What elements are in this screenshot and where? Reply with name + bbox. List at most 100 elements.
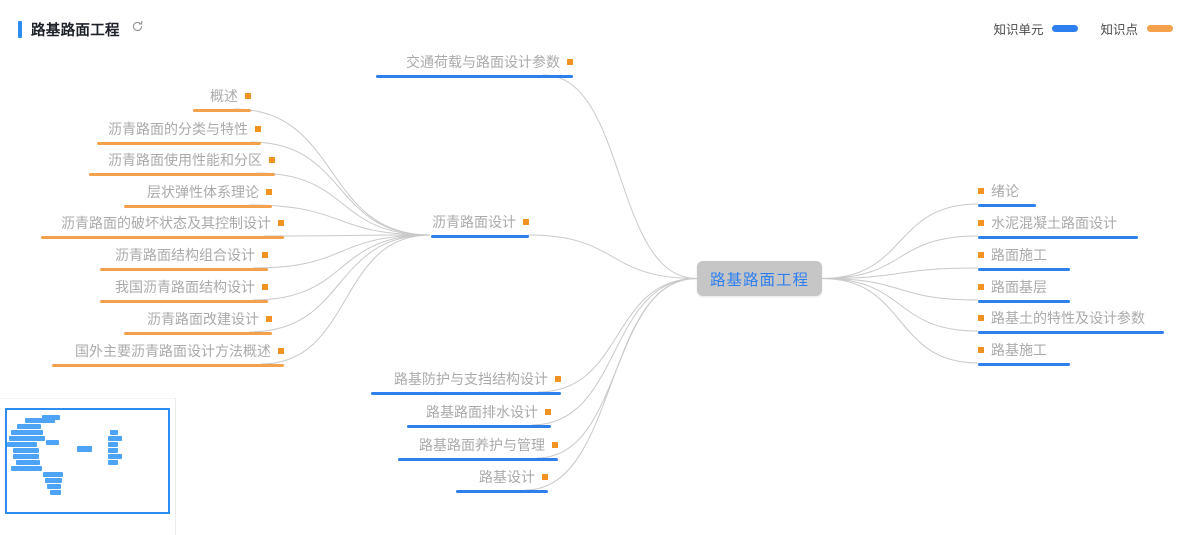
node-bullet-icon (978, 315, 984, 321)
mindmap-node[interactable]: 路基设计 (456, 467, 548, 493)
minimap-node-bar (46, 440, 59, 445)
mindmap-node[interactable]: 路基土的特性及设计参数 (978, 308, 1164, 334)
node-bullet-icon (245, 93, 251, 99)
node-bullet-icon (255, 126, 261, 132)
mindmap-edge (260, 234, 431, 365)
node-underline (978, 363, 1070, 366)
minimap-node-bar (108, 448, 118, 453)
mindmap-edge (821, 278, 979, 332)
minimap-node-bar (11, 466, 42, 471)
mindmap-node[interactable]: 沥青路面设计 (431, 212, 529, 238)
minimap-node-bar (7, 442, 37, 447)
mindmap-edge (531, 278, 698, 426)
mindmap-edge (821, 203, 979, 279)
minimap-node-bar (43, 472, 63, 477)
mindmap-node-label: 沥青路面的分类与特性 (108, 121, 248, 137)
node-bullet-icon (552, 442, 558, 448)
node-bullet-icon (269, 157, 275, 163)
mindmap-node[interactable]: 沥青路面结构组合设计 (100, 245, 268, 271)
mindmap-node-row: 路基路面排水设计 (426, 402, 551, 422)
mindmap-node-row: 路基防护与支挡结构设计 (394, 369, 561, 389)
mindmap-node-row: 概述 (210, 86, 251, 106)
minimap-node-bar (108, 442, 118, 447)
node-bullet-icon (978, 347, 984, 353)
refresh-icon[interactable] (131, 20, 144, 38)
node-bullet-icon (278, 348, 284, 354)
node-underline (100, 268, 268, 271)
mindmap-node[interactable]: 沥青路面改建设计 (124, 309, 272, 335)
mindmap-node-row: 层状弹性体系理论 (147, 182, 272, 202)
minimap-node-bar (13, 454, 39, 459)
mindmap-node-row: 路基施工 (978, 340, 1047, 360)
minimap-node-bar (45, 478, 62, 483)
node-underline (398, 458, 558, 461)
root-node-label: 路基路面工程 (709, 271, 809, 289)
node-underline (97, 142, 261, 145)
legend-item-point[interactable]: 知识点 (1100, 19, 1173, 38)
mindmap-node-label: 概述 (210, 88, 238, 104)
node-bullet-icon (523, 219, 529, 225)
node-bullet-icon (542, 474, 548, 480)
mindmap-node-label: 沥青路面结构组合设计 (115, 247, 255, 263)
mindmap-node[interactable]: 路基防护与支挡结构设计 (371, 369, 561, 395)
root-node[interactable]: 路基路面工程 (697, 261, 822, 296)
node-underline (456, 490, 548, 493)
mindmap-node[interactable]: 我国沥青路面结构设计 (100, 277, 268, 303)
mindmap-node-label: 路基设计 (479, 469, 535, 485)
mindmap-edge (252, 234, 431, 269)
mindmap-node[interactable]: 国外主要沥青路面设计方法概述 (52, 341, 284, 367)
mindmap-node-row: 绪论 (978, 181, 1019, 201)
node-underline (431, 235, 529, 238)
mindmap-node[interactable]: 路基施工 (978, 340, 1070, 366)
minimap-node-bar (16, 460, 40, 465)
minimap-node-bar (47, 484, 61, 489)
mindmap-node-label: 路面基层 (991, 279, 1047, 295)
mindmap-node-label: 路基路面养护与管理 (419, 437, 545, 453)
legend: 知识单元 知识点 (993, 19, 1173, 38)
minimap-panel[interactable] (0, 398, 176, 535)
mindmap-node[interactable]: 路基路面排水设计 (407, 402, 551, 428)
mindmap-node[interactable]: 水泥混凝土路面设计 (978, 213, 1138, 239)
mindmap-node[interactable]: 沥青路面的破坏状态及其控制设计 (41, 213, 284, 239)
node-bullet-icon (545, 409, 551, 415)
minimap-node-bar (108, 436, 122, 441)
mindmap-node-label: 沥青路面的破坏状态及其控制设计 (61, 215, 271, 231)
mindmap-node[interactable]: 绪论 (978, 181, 1036, 207)
mindmap-node-label: 我国沥青路面结构设计 (115, 279, 255, 295)
mindmap-node-row: 路面施工 (978, 245, 1047, 265)
mindmap-edge (248, 234, 431, 333)
mindmap-edge (527, 234, 698, 279)
minimap-node-bar (77, 446, 92, 452)
mindmap-node[interactable]: 沥青路面的分类与特性 (97, 119, 261, 145)
mindmap-node[interactable]: 路面基层 (978, 277, 1070, 303)
mindmap-node[interactable]: 沥青路面使用性能和分区 (89, 150, 275, 176)
mindmap-node-label: 交通荷载与路面设计参数 (406, 54, 560, 70)
mindmap-node-label: 绪论 (991, 183, 1019, 199)
mindmap-node-label: 路基施工 (991, 342, 1047, 358)
mindmap-node-label: 层状弹性体系理论 (147, 184, 259, 200)
node-bullet-icon (567, 59, 573, 65)
mindmap-node-row: 路基路面养护与管理 (419, 435, 558, 455)
minimap-node-bar (110, 430, 118, 435)
mindmap-node[interactable]: 交通荷载与路面设计参数 (376, 52, 573, 78)
node-underline (978, 331, 1164, 334)
mindmap-node-row: 交通荷载与路面设计参数 (406, 52, 573, 72)
legend-item-unit[interactable]: 知识单元 (993, 19, 1079, 38)
node-underline (978, 236, 1138, 239)
mindmap-node-label: 沥青路面使用性能和分区 (108, 152, 262, 168)
legend-label-unit: 知识单元 (993, 23, 1044, 37)
mindmap-node-row: 路面基层 (978, 277, 1047, 297)
mindmap-node[interactable]: 层状弹性体系理论 (124, 182, 272, 208)
mindmap-node-label: 路基土的特性及设计参数 (991, 310, 1145, 326)
minimap-viewport-frame[interactable] (5, 408, 170, 514)
mindmap-node[interactable]: 概述 (193, 86, 251, 112)
mindmap-node-label: 沥青路面改建设计 (147, 311, 259, 327)
legend-swatch-point (1147, 25, 1173, 32)
mindmap-node[interactable]: 路基路面养护与管理 (398, 435, 558, 461)
node-underline (376, 75, 573, 78)
minimap-node-bar (108, 454, 122, 459)
node-bullet-icon (978, 284, 984, 290)
mindmap-node[interactable]: 路面施工 (978, 245, 1070, 271)
node-underline (978, 268, 1070, 271)
